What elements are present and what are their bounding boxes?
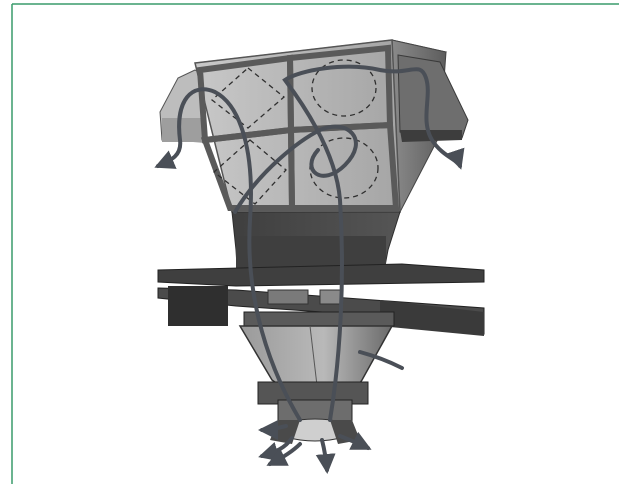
left-hood-shade [162,118,203,142]
outlet-cone-left [270,420,300,444]
flow-path-down-center [322,440,327,470]
bracket-2 [320,290,342,304]
bracket-1 [268,290,308,304]
lower-ledge [244,312,394,326]
lower-hopper [240,326,392,444]
platform-top-plate [158,264,484,286]
platform-beam-left [168,286,228,326]
right-hood [398,55,468,140]
support-platform [158,264,484,336]
